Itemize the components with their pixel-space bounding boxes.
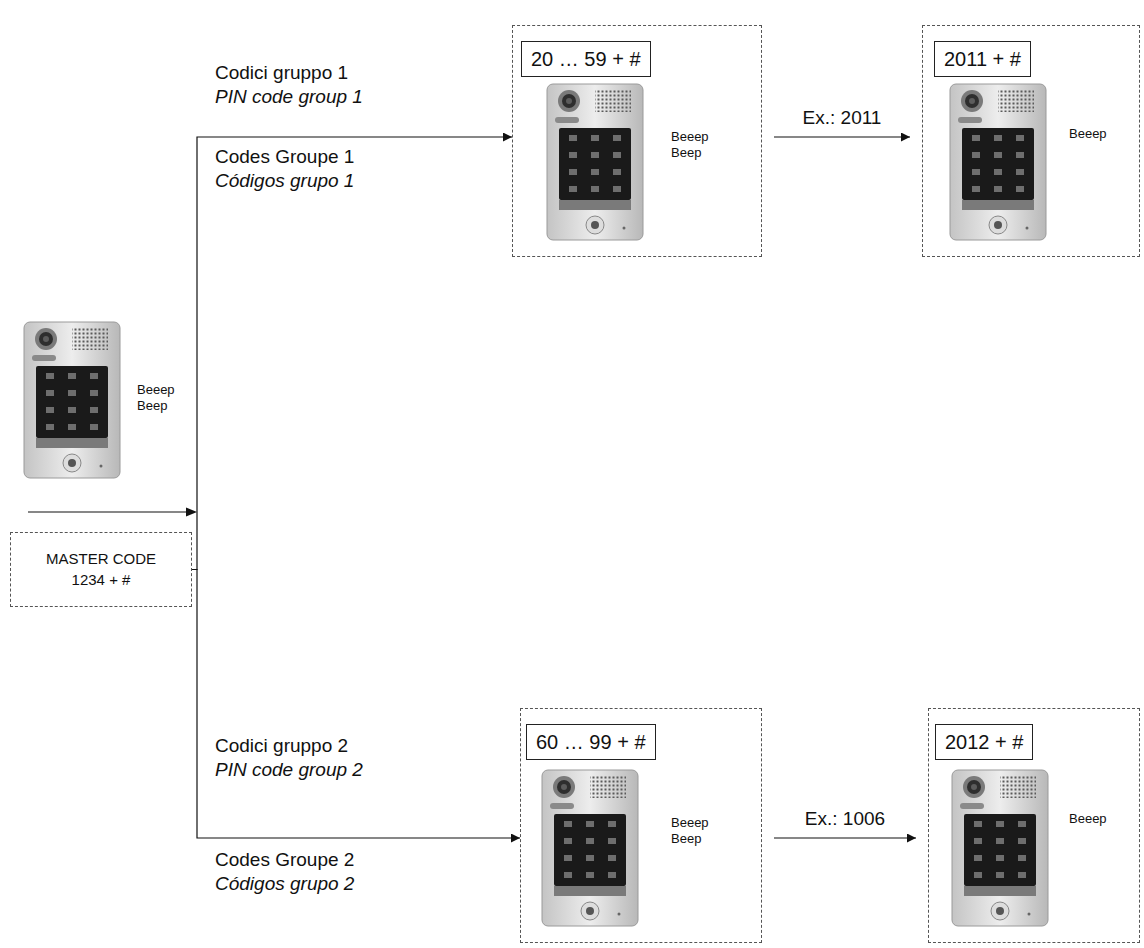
keypad-illustration: [950, 84, 1046, 240]
code-text: 20 … 59 + #: [531, 47, 641, 71]
flow-arrow: [774, 136, 910, 137]
code-text: 2012 + #: [945, 730, 1023, 754]
code-box: 2012 + #: [935, 724, 1033, 760]
flow-arrow: [192, 570, 520, 839]
beep-note: Beeep: [1069, 126, 1115, 142]
step-panel: Beeep 2011 + #: [922, 25, 1140, 257]
group-heading: PIN code group 1: [215, 86, 363, 109]
entry-line: [28, 511, 187, 512]
master-code-box: MASTER CODE 1234 + #: [10, 532, 192, 607]
flow-arrow: [774, 837, 916, 838]
group-heading: PIN code group 2: [215, 759, 363, 782]
keypad-illustration: [24, 322, 120, 478]
group-heading: Codici gruppo 1: [215, 62, 348, 85]
beep-note: Beeep Beep: [671, 129, 717, 162]
keypad-illustration: [547, 84, 643, 240]
step-panel: Beeep Beep 60 … 99 + #: [520, 708, 762, 943]
edge-label: Ex.: 1006: [803, 808, 887, 831]
keypad-illustration: [952, 770, 1048, 926]
group-heading: Códigos grupo 2: [215, 873, 354, 896]
entry-arrowhead: [186, 508, 197, 517]
code-box: 2011 + #: [934, 41, 1031, 77]
flow-arrow: [192, 137, 512, 570]
code-text: 60 … 99 + #: [536, 730, 646, 754]
code-box: 20 … 59 + #: [521, 41, 651, 77]
beep-note: Beeep Beep: [137, 382, 183, 415]
group-heading: Códigos grupo 1: [215, 170, 354, 193]
edge-label: Ex.: 2011: [801, 107, 884, 130]
beep-note: Beeep: [1069, 811, 1115, 827]
code-text: 2011 + #: [944, 47, 1021, 71]
beep-note: Beeep Beep: [671, 815, 717, 848]
keypad-illustration: [542, 770, 638, 926]
group-heading: Codici gruppo 2: [215, 735, 348, 758]
group-heading: Codes Groupe 1: [215, 146, 354, 169]
code-text: MASTER CODE 1234 + #: [39, 549, 164, 590]
code-box: 60 … 99 + #: [526, 724, 656, 760]
step-panel: Beeep 2012 + #: [928, 708, 1140, 943]
group-heading: Codes Groupe 2: [215, 849, 354, 872]
step-panel: Beeep Beep 20 … 59 + #: [512, 25, 762, 257]
